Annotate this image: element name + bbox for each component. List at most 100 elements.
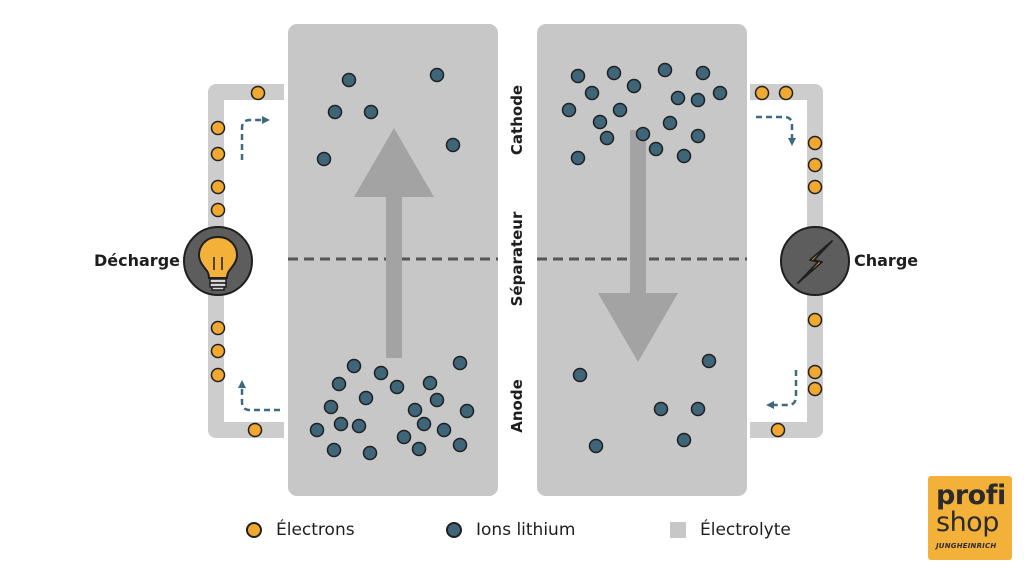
lithium-ion xyxy=(333,416,349,432)
lithium-ion xyxy=(561,102,577,118)
discharge-device xyxy=(183,226,253,296)
charge-flow-arrow-bottom xyxy=(766,370,798,409)
electron xyxy=(250,85,266,101)
lithium-ion xyxy=(676,432,692,448)
lithium-ion xyxy=(436,422,452,438)
lithium-ion xyxy=(588,438,604,454)
cathode-label: Cathode xyxy=(508,85,526,155)
charge-electrons xyxy=(754,85,823,438)
lithium-ion xyxy=(416,416,432,432)
lithium-ion xyxy=(346,358,362,374)
separator-label: Séparateur xyxy=(508,211,526,306)
electron xyxy=(210,146,226,162)
discharge-flow-arrow-top xyxy=(240,116,270,160)
legend-item-electrolyte: Électrolyte xyxy=(670,514,791,546)
discharge-ion-flow-arrow xyxy=(354,128,434,358)
lithium-ion xyxy=(570,150,586,166)
legend-item-ions: Ions lithium xyxy=(446,514,575,546)
lithium-ion xyxy=(690,401,706,417)
legend: Électrons Ions lithium Électrolyte xyxy=(0,514,1024,546)
lithium-ion xyxy=(362,445,378,461)
lithium-ion xyxy=(662,115,678,131)
lithium-ion xyxy=(351,418,367,434)
lithium-ion xyxy=(701,353,717,369)
electron xyxy=(210,120,226,136)
charge-lithium-ions xyxy=(561,62,728,454)
lithium-ion xyxy=(389,379,405,395)
electron xyxy=(210,320,226,336)
lithium-ion xyxy=(657,62,673,78)
lithium-ion xyxy=(670,90,686,106)
lithium-ion xyxy=(676,148,692,164)
lithium-ion xyxy=(323,399,339,415)
lithium-ion xyxy=(309,422,325,438)
electron xyxy=(210,202,226,218)
electron xyxy=(770,422,786,438)
electron xyxy=(754,85,770,101)
electron xyxy=(247,422,263,438)
lithium-ion xyxy=(572,367,588,383)
lithium-ion xyxy=(690,92,706,108)
lithium-ion xyxy=(452,437,468,453)
electron xyxy=(210,343,226,359)
lithium-ion xyxy=(584,85,600,101)
charge-device xyxy=(780,226,850,296)
lithium-ion xyxy=(316,151,332,167)
electron xyxy=(807,179,823,195)
lithium-ion xyxy=(592,114,608,130)
lithium-ion xyxy=(429,67,445,83)
anode-label: Anode xyxy=(508,379,526,433)
electron-swatch-icon xyxy=(246,522,262,538)
lithium-ion xyxy=(327,104,343,120)
lithium-ion xyxy=(358,390,374,406)
discharge-electrons xyxy=(210,85,266,438)
lithium-ion xyxy=(407,402,423,418)
electron xyxy=(778,85,794,101)
lithium-ion xyxy=(606,65,622,81)
lithium-ion xyxy=(341,72,357,88)
lithium-ion xyxy=(690,128,706,144)
lithium-ion xyxy=(452,355,468,371)
lithium-ion xyxy=(635,126,651,142)
lithium-ion xyxy=(648,141,664,157)
electron xyxy=(210,367,226,383)
lithium-ion xyxy=(331,376,347,392)
discharge-lithium-ions xyxy=(309,67,475,461)
lithium-ion xyxy=(570,68,586,84)
lithium-ion xyxy=(612,102,628,118)
lightbulb-icon xyxy=(197,235,239,291)
legend-label-electrolyte: Électrolyte xyxy=(700,520,791,540)
electron xyxy=(807,364,823,380)
discharge-label: Décharge xyxy=(94,251,180,270)
ion-swatch-icon xyxy=(446,522,462,538)
lithium-ion xyxy=(695,65,711,81)
logo-line-profi: profi xyxy=(936,480,1006,511)
charge-ion-flow-arrow xyxy=(598,130,678,362)
lithium-ion xyxy=(422,375,438,391)
logo-line-shop: shop xyxy=(936,507,999,538)
lithium-ion xyxy=(373,365,389,381)
lithium-ion xyxy=(459,403,475,419)
lithium-ion xyxy=(326,442,342,458)
lithium-ion xyxy=(363,104,379,120)
lithium-ion xyxy=(429,392,445,408)
electron xyxy=(807,157,823,173)
charge-label: Charge xyxy=(854,251,918,270)
charge-flow-arrow-top xyxy=(756,115,796,146)
lithium-ion xyxy=(712,85,728,101)
discharge-flow-arrow-bottom xyxy=(238,380,280,412)
logo-brand-text: JUNGHEINRICH xyxy=(936,542,997,550)
lithium-ion xyxy=(626,78,642,94)
electron xyxy=(807,312,823,328)
electrolyte-swatch-icon xyxy=(670,522,686,538)
electron xyxy=(210,179,226,195)
lithium-ion xyxy=(599,130,615,146)
profishop-logo: profi shop JUNGHEINRICH xyxy=(928,476,1012,560)
lithium-ion xyxy=(396,429,412,445)
lithium-ion xyxy=(445,137,461,153)
legend-label-electrons: Électrons xyxy=(276,520,355,540)
electron xyxy=(807,135,823,151)
legend-label-ions: Ions lithium xyxy=(476,520,576,540)
legend-item-electrons: Électrons xyxy=(246,514,355,546)
electron xyxy=(807,381,823,397)
